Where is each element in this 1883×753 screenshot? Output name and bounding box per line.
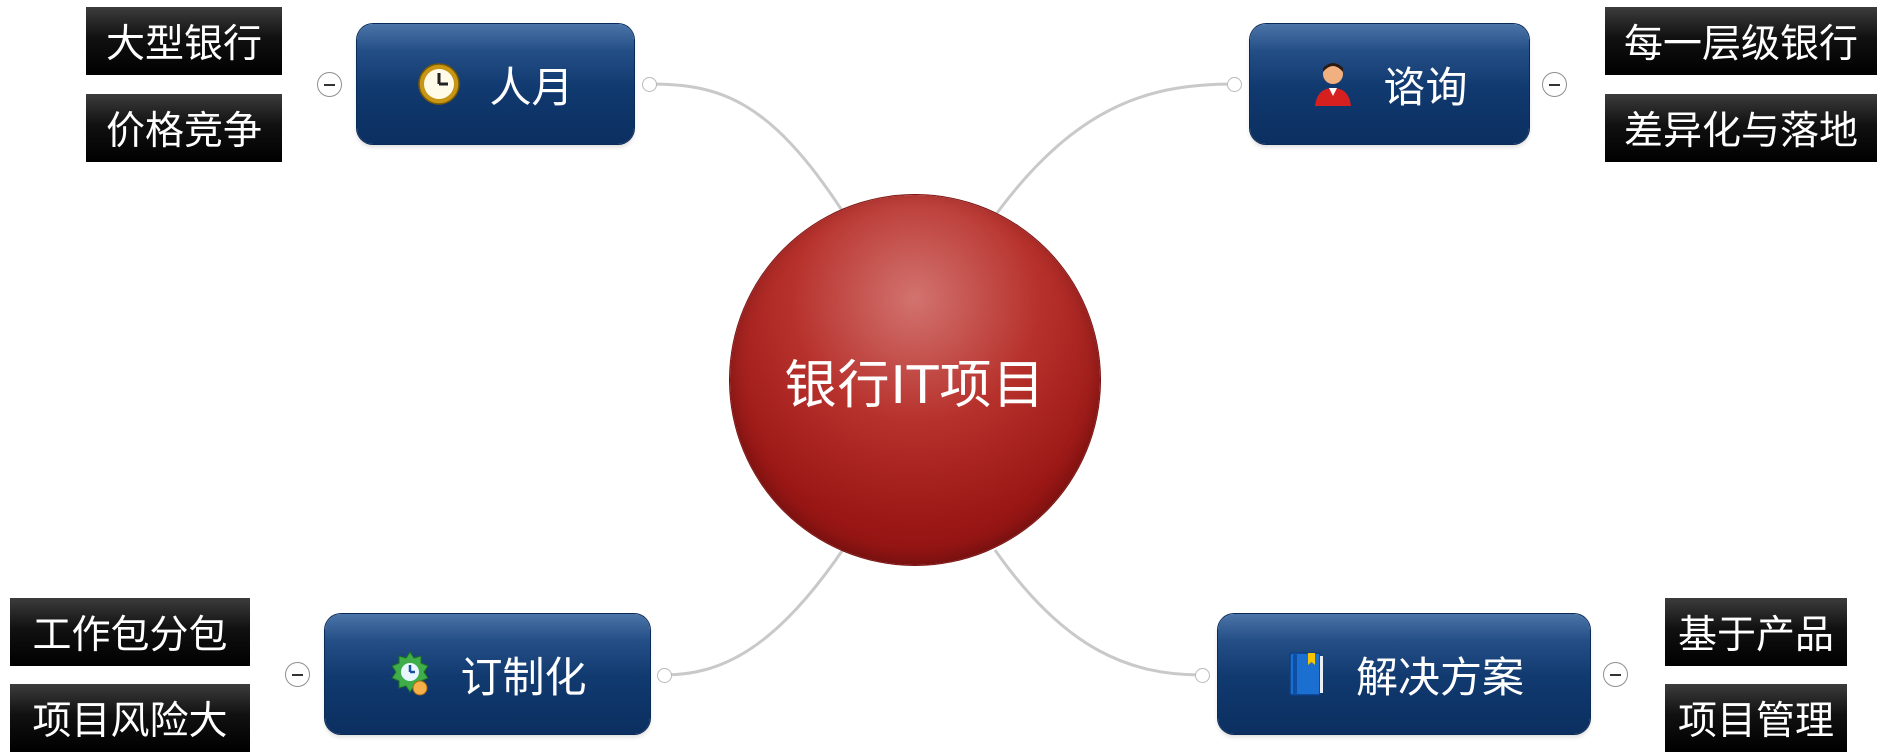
subtopic-fengxian[interactable]: 项目风险大 — [10, 684, 250, 752]
topic-dingzhihua[interactable]: 订制化 — [325, 614, 650, 734]
connector-jiejue — [993, 549, 1203, 677]
topic-renyue-label: 人月 — [489, 62, 574, 112]
customization-icon — [388, 650, 432, 698]
subtopic-meiyiceng[interactable]: 每一层级银行 — [1605, 7, 1877, 75]
topic-zixun-label: 谘询 — [1383, 62, 1468, 112]
connector-zixun — [995, 82, 1236, 214]
topic-jiejue[interactable]: 解决方案 — [1218, 614, 1590, 734]
subtopic-chayihua[interactable]: 差异化与落地 — [1605, 94, 1877, 162]
book-icon — [1284, 650, 1328, 698]
topic-jiejue-label: 解决方案 — [1355, 652, 1524, 702]
topic-zixun-port — [1227, 77, 1242, 92]
collapse-renyue-button[interactable] — [317, 72, 342, 97]
collapse-dingzhihua-button[interactable] — [285, 662, 310, 687]
subtopic-gongzuobao[interactable]: 工作包分包 — [10, 598, 250, 666]
connector-dingzhihua — [663, 547, 846, 677]
central-topic[interactable]: 银行IT项目 — [730, 195, 1100, 565]
topic-dingzhihua-port — [657, 668, 672, 683]
subtopic-jiyuchanpin[interactable]: 基于产品 — [1665, 598, 1847, 666]
topic-dingzhihua-label: 订制化 — [460, 652, 587, 702]
central-topic-label: 银行IT项目 — [784, 355, 1046, 416]
collapse-jiejue-button[interactable] — [1603, 662, 1628, 687]
collapse-zixun-button[interactable] — [1542, 72, 1567, 97]
clock-icon — [417, 60, 461, 108]
connector-renyue — [649, 82, 845, 213]
person-icon — [1311, 60, 1355, 108]
topic-renyue[interactable]: 人月 — [357, 24, 634, 144]
subtopic-xiangmuguanli[interactable]: 项目管理 — [1665, 684, 1847, 752]
topic-renyue-port — [642, 77, 657, 92]
topic-jiejue-port — [1195, 668, 1210, 683]
subtopic-dayinhang[interactable]: 大型银行 — [86, 7, 282, 75]
subtopic-jiage[interactable]: 价格竞争 — [86, 94, 282, 162]
topic-zixun[interactable]: 谘询 — [1250, 24, 1529, 144]
